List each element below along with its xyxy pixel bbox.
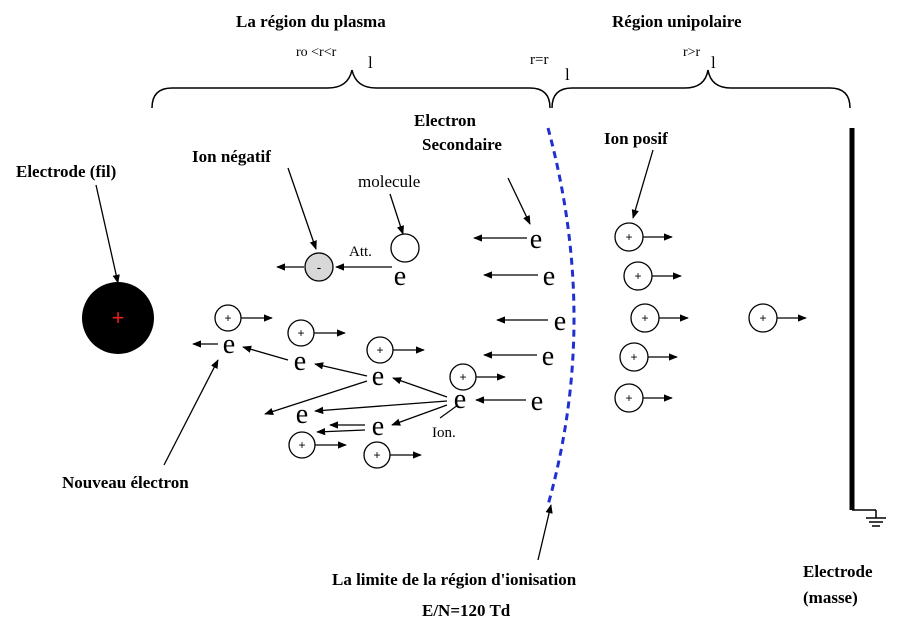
attachment-label: Att. <box>349 244 372 260</box>
negative-ion-circle <box>304 252 334 282</box>
molecule-pointer <box>389 193 404 235</box>
positive-ion: + <box>614 383 673 413</box>
unipolar-condition-label: r>r <box>683 45 701 60</box>
ionisation-limit-pointer <box>537 504 553 561</box>
plasma-region-label: La région du plasma <box>236 12 386 31</box>
plasma-positive-ion: + <box>288 431 347 459</box>
plasma-condition-label: ro <r<r <box>296 45 337 60</box>
positive-ion-pointer <box>631 149 654 219</box>
ground-electrode-label-line1: Electrode <box>803 562 873 581</box>
ground-symbol-icon <box>852 509 886 527</box>
secondary-electron: e <box>531 386 543 417</box>
ionisation-boundary-line <box>546 127 576 506</box>
avalanche-arrow <box>314 362 368 377</box>
avalanche-arrow <box>391 404 448 426</box>
svg-text:+: + <box>298 438 305 452</box>
new-electron-label: Nouveau électron <box>62 473 189 492</box>
plasma-condition-subscript: l <box>368 53 373 72</box>
avalanche-electron: e <box>372 361 384 392</box>
plasma-positive-ion: + <box>449 363 506 391</box>
positive-ion-label: Ion posif <box>604 129 668 148</box>
negative-ion-pointer <box>287 167 317 250</box>
ground-electrode-label-line2: (masse) <box>803 588 858 607</box>
plasma-region-brace <box>151 69 551 109</box>
attached-electron: e <box>394 261 406 292</box>
unipolar-region-brace <box>551 69 851 109</box>
avalanche-electron: e <box>223 329 235 360</box>
negative-ion-sign: - <box>317 259 322 275</box>
avalanche-electron: e <box>372 411 384 442</box>
new-electron-pointer <box>163 359 219 466</box>
ionisation-label: Ion. <box>432 425 456 441</box>
avalanche-arrow <box>314 400 448 415</box>
secondary-electron: e <box>530 224 542 255</box>
plasma-positive-ion: + <box>363 441 422 469</box>
secondary-electron-label-line1: Electron <box>414 111 477 130</box>
secondary-electron: e <box>543 261 555 292</box>
svg-text:+: + <box>625 230 632 244</box>
positive-ion: + <box>623 261 682 291</box>
svg-text:+: + <box>630 350 637 364</box>
positive-ion: + <box>614 222 673 252</box>
boundary-condition-subscript: l <box>565 65 570 84</box>
plasma-positive-ion: + <box>214 304 273 332</box>
svg-text:+: + <box>634 269 641 283</box>
secondary-electron: e <box>542 341 554 372</box>
svg-text:+: + <box>373 448 380 462</box>
positive-ion: + <box>748 303 807 333</box>
wire-electrode <box>82 282 154 354</box>
avalanche-arrow <box>242 345 289 361</box>
svg-text:+: + <box>759 311 766 325</box>
svg-text:+: + <box>376 343 383 357</box>
avalanche-electron: e <box>296 399 308 430</box>
svg-text:+: + <box>297 326 304 340</box>
plasma-positive-ion: + <box>287 319 346 347</box>
positive-ion: + <box>630 303 689 333</box>
wire-plus-sign: + <box>112 305 125 330</box>
svg-text:+: + <box>459 370 466 384</box>
svg-text:+: + <box>625 391 632 405</box>
wire-electrode-label: Electrode (fil) <box>16 162 116 181</box>
positive-ion: + <box>619 342 678 372</box>
field-value-label: E/N=120 Td <box>422 601 511 620</box>
avalanche-electron: e <box>294 346 306 377</box>
avalanche-arrow <box>392 377 448 398</box>
ionisation-limit-label: La limite de la région d'ionisation <box>332 570 577 589</box>
molecule-circle <box>390 233 420 263</box>
avalanche-arrow <box>264 380 368 415</box>
secondary-electron-pointer <box>507 177 531 225</box>
avalanche-electron: e <box>454 384 466 415</box>
unipolar-condition-subscript: l <box>711 53 716 72</box>
boundary-condition-label: r=r <box>530 52 548 68</box>
secondary-electron-label-line2: Secondaire <box>422 135 502 154</box>
negative-ion-label: Ion négatif <box>192 147 271 166</box>
avalanche-arrow <box>316 428 366 436</box>
plasma-positive-ion: + <box>366 336 425 364</box>
unipolar-region-label: Région unipolaire <box>612 12 742 31</box>
svg-text:+: + <box>224 311 231 325</box>
svg-text:+: + <box>641 311 648 325</box>
secondary-electron: e <box>554 306 566 337</box>
molecule-label: molecule <box>358 172 420 191</box>
wire-electrode-pointer <box>95 184 120 284</box>
ionisation-pointer <box>439 404 459 419</box>
